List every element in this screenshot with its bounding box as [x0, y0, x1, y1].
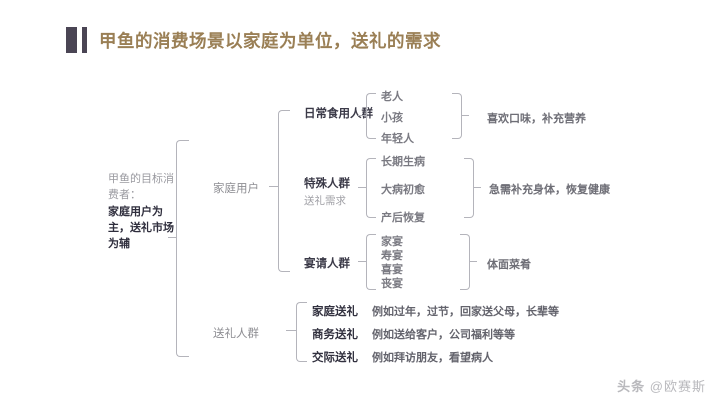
branch-label-family: 家庭用户 — [213, 183, 259, 195]
bracket-family-groups-stem — [269, 186, 278, 188]
leaf-special-1: 长期生病 — [381, 156, 425, 168]
leaf-banquet-4: 丧宴 — [381, 278, 403, 290]
watermark-source: 头条 — [617, 379, 646, 394]
bracket-gift-items — [296, 302, 307, 362]
root-emphasis-text: 家庭用户为主，送礼市场为辅 — [108, 205, 174, 250]
group-name-special: 特殊人群 — [304, 178, 350, 190]
root-node: 甲鱼的目标消费者： 家庭用户为主，送礼市场为辅 — [108, 172, 178, 253]
root-lead-text: 甲鱼的目标消费者： — [108, 173, 174, 201]
leaf-daily-2: 小孩 — [381, 112, 403, 124]
leaf-special-2: 大病初愈 — [381, 184, 425, 196]
gift-desc-business: 例如送给客户，公司福利等等 — [372, 329, 515, 341]
watermark-handle: @欧赛斯 — [649, 379, 706, 394]
bracket-banquet-items-stem — [358, 261, 366, 263]
bracket-special-items-stem — [358, 187, 366, 189]
page-title: 甲鱼的消费场景以家庭为单位，送礼的需求 — [99, 30, 441, 51]
outcome-banquet: 体面菜肴 — [487, 259, 531, 271]
bracket-gift-items-stem — [286, 330, 296, 332]
group-label-special: 特殊人群 送礼需求 — [304, 175, 350, 208]
title-marker-narrow-icon — [82, 27, 87, 53]
slide-header: 甲鱼的消费场景以家庭为单位，送礼的需求 — [66, 27, 441, 53]
gift-name-business: 商务送礼 — [312, 329, 358, 341]
bracket-level1-stem — [168, 237, 177, 239]
leaf-banquet-1: 家宴 — [381, 236, 403, 248]
watermark: 头条 @欧赛斯 — [617, 376, 706, 395]
bracket-banquet-items — [366, 234, 376, 290]
bracket-special-items — [366, 158, 376, 218]
leaf-daily-1: 老人 — [381, 91, 403, 103]
leaf-daily-3: 年轻人 — [381, 133, 414, 145]
outcome-daily: 喜欢口味，补充营养 — [487, 113, 586, 125]
group-label-daily: 日常食用人群 — [304, 105, 373, 121]
gift-name-family: 家庭送礼 — [312, 306, 358, 318]
bracket-level1 — [176, 140, 189, 357]
bracket-daily-items-stem — [358, 115, 366, 117]
outcome-special: 急需补充身体，恢复健康 — [489, 184, 610, 196]
group-name-banquet: 宴请人群 — [304, 258, 350, 270]
group-name-daily: 日常食用人群 — [304, 108, 373, 120]
branch-label-gift: 送礼人群 — [213, 328, 259, 340]
bracket-daily-outcome-stem — [461, 115, 469, 117]
bracket-special-outcome-stem — [473, 187, 481, 189]
title-marker-wide-icon — [66, 27, 77, 53]
group-sub-special: 送礼需求 — [304, 195, 346, 207]
group-label-banquet: 宴请人群 — [304, 255, 350, 271]
leaf-special-3: 产后恢复 — [381, 212, 425, 224]
leaf-banquet-3: 喜宴 — [381, 264, 403, 276]
gift-desc-family: 例如过年，过节，回家送父母，长辈等 — [372, 306, 559, 318]
bracket-family-groups — [278, 110, 290, 272]
gift-name-social: 交际送礼 — [312, 352, 358, 364]
bracket-banquet-outcome-stem — [469, 261, 477, 263]
gift-desc-social: 例如拜访朋友，看望病人 — [372, 352, 493, 364]
bracket-daily-items — [366, 93, 376, 139]
leaf-banquet-2: 寿宴 — [381, 250, 403, 262]
